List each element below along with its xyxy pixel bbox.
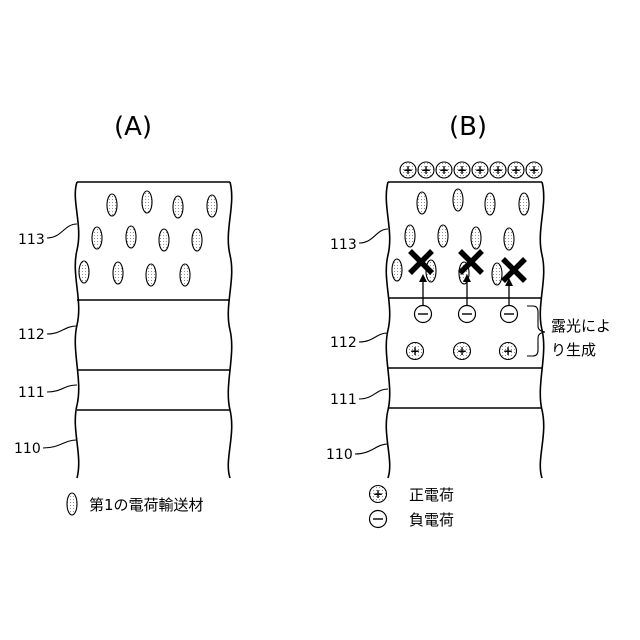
legend-transport-material: 第1の電荷輸送材 — [89, 496, 204, 514]
plus-circle-icon: + — [400, 162, 416, 178]
panel-b-label: (B) — [449, 112, 487, 142]
minus-circle-icon — [415, 306, 432, 323]
plus-circle-icon: + — [454, 162, 470, 178]
dotted-ellipse-icon — [492, 263, 502, 285]
svg-text:+: + — [457, 163, 467, 177]
panel-b-ref-111: 111 — [330, 392, 357, 408]
dotted-ellipse-icon — [79, 261, 89, 283]
panel-b-leader-113 — [359, 229, 388, 243]
dotted-ellipse-icon — [485, 193, 495, 215]
dotted-ellipse-icon — [504, 228, 514, 250]
plus-circle-icon: + — [418, 162, 434, 178]
legend-a: 第1の電荷輸送材 — [67, 493, 204, 515]
svg-text:+: + — [421, 163, 431, 177]
plus-circle-icon: + — [500, 343, 517, 360]
panel-b: (B) + + + + + + + + — [326, 112, 611, 478]
dotted-ellipse-icon — [107, 194, 117, 216]
dotted-ellipse-icon — [519, 193, 529, 215]
plus-circle-icon: + — [407, 343, 424, 360]
up-arrow-icon — [505, 278, 513, 305]
panel-a-leader-113 — [47, 224, 77, 238]
panel-a-label: (A) — [114, 112, 152, 142]
svg-text:+: + — [457, 344, 467, 358]
dotted-ellipse-icon — [453, 189, 463, 211]
svg-text:+: + — [439, 163, 449, 177]
panel-a: (A) 113 112 — [14, 112, 232, 478]
dotted-ellipse-icon — [180, 264, 190, 286]
svg-text:+: + — [373, 487, 383, 501]
legend-positive-charge: 正電荷 — [409, 486, 454, 504]
panel-b-ref-112: 112 — [330, 335, 357, 351]
dotted-ellipse-icon — [146, 264, 156, 286]
svg-text:+: + — [403, 163, 413, 177]
annotation-line-1: 露光によ — [551, 317, 611, 335]
panel-a-ref-113: 113 — [18, 232, 45, 248]
dotted-ellipse-icon — [417, 192, 427, 214]
dotted-ellipse-icon — [159, 229, 169, 251]
panel-b-right-edge — [540, 182, 543, 478]
panel-a-refs: 113 112 111 110 — [14, 224, 77, 457]
dotted-ellipse-icon — [405, 225, 415, 247]
dotted-ellipse-icon — [192, 229, 202, 251]
panel-b-leader-112 — [359, 333, 388, 342]
plus-circle-icon: + — [526, 162, 542, 178]
minus-circle-icon — [370, 511, 387, 528]
panel-b-ref-113: 113 — [330, 237, 357, 253]
dotted-ellipse-icon — [113, 262, 123, 284]
panel-a-ref-110: 110 — [14, 441, 41, 457]
svg-text:+: + — [503, 344, 513, 358]
panel-b-surface-charges: + + + + + + + + — [400, 162, 542, 178]
dotted-ellipse-icon — [173, 196, 183, 218]
plus-circle-icon: + — [490, 162, 506, 178]
svg-text:+: + — [493, 163, 503, 177]
panel-b-ref-110: 110 — [326, 447, 353, 463]
panel-a-ref-112: 112 — [18, 327, 45, 343]
dotted-ellipse-icon — [142, 191, 152, 213]
svg-text:+: + — [475, 163, 485, 177]
panel-a-leader-111 — [47, 385, 77, 392]
panel-a-leader-112 — [47, 326, 77, 334]
panel-b-left-edge — [386, 182, 389, 478]
panel-b-leader-110 — [355, 444, 388, 454]
panel-b-bracket — [527, 306, 545, 356]
dotted-ellipse-icon — [438, 225, 448, 247]
panel-b-negative-charges — [415, 306, 518, 323]
minus-circle-icon — [501, 306, 518, 323]
legend-negative-charge: 負電荷 — [409, 511, 454, 529]
panel-a-stack — [75, 182, 231, 478]
legend-b: + 正電荷 負電荷 — [370, 486, 455, 530]
annotation-line-2: り生成 — [551, 341, 596, 359]
svg-text:+: + — [529, 163, 539, 177]
plus-circle-icon: + — [508, 162, 524, 178]
panel-b-positive-charges: + + + — [407, 343, 517, 360]
panel-b-refs: 113 112 111 110 — [326, 229, 388, 463]
plus-circle-icon: + — [472, 162, 488, 178]
panel-a-leader-110 — [43, 440, 77, 448]
dotted-ellipse-icon — [67, 493, 77, 515]
panel-b-leader-111 — [359, 389, 388, 399]
plus-circle-icon: + — [436, 162, 452, 178]
dotted-ellipse-icon — [126, 226, 136, 248]
panel-a-left-edge — [75, 182, 78, 478]
x-mark-icon — [503, 259, 525, 281]
dotted-ellipse-icon — [471, 227, 481, 249]
dotted-ellipse-icon — [207, 195, 217, 217]
svg-text:+: + — [410, 344, 420, 358]
minus-circle-icon — [459, 306, 476, 323]
up-arrow-icon — [419, 274, 427, 305]
svg-text:+: + — [511, 163, 521, 177]
dotted-ellipse-icon — [392, 259, 402, 281]
plus-circle-icon: + — [454, 343, 471, 360]
panel-a-right-edge — [228, 182, 231, 478]
dotted-ellipse-icon — [92, 227, 102, 249]
panel-a-ref-111: 111 — [18, 385, 45, 401]
panel-a-transport-material — [79, 191, 217, 286]
plus-circle-icon: + — [370, 486, 387, 503]
